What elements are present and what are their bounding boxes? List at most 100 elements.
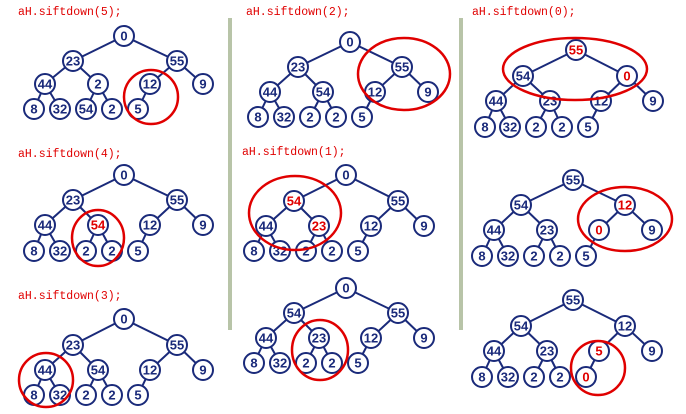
heap-node-value: 55 [566,293,580,308]
heap-node-circle [510,194,532,216]
heap-node: 8 [474,116,496,138]
heap-node-circle [283,190,305,212]
heap-node-circle [512,65,534,87]
heap-node-value: 9 [648,223,655,238]
heap-node-value: 12 [364,219,378,234]
heap-node-value: 0 [120,29,127,44]
heap-node-circle [49,98,71,120]
heap-node-value: 23 [540,223,554,238]
heap-node: 32 [269,240,291,262]
heap-node: 9 [413,327,435,349]
heap-node: 5 [577,116,599,138]
heap-node: 2 [101,384,123,406]
heap-node: 0 [616,65,638,87]
heap-node-value: 12 [618,198,632,213]
heap-node-circle [499,116,521,138]
highlight-ring [501,36,649,102]
heap-node-value: 44 [38,363,53,378]
heap-node-circle [551,116,573,138]
heap-node-value: 44 [259,331,274,346]
column-divider-right [459,18,463,330]
caption-panel-7: aH.siftdown(0); [472,6,576,19]
heap-node-value: 55 [395,60,409,75]
heap-node-circle [75,384,97,406]
highlight-ring [569,339,627,397]
heap-node-value: 2 [328,356,335,371]
heap-node-circle [387,302,409,324]
heap-node-value: 5 [582,249,589,264]
heap-node-value: 55 [391,306,405,321]
heap-node-value: 12 [143,218,157,233]
heap-node-value: 12 [594,94,608,109]
heap-node-value: 2 [302,244,309,259]
heap-node-circle [641,340,663,362]
caption-panel-2: aH.siftdown(4); [18,148,122,161]
heap-node: 23 [536,219,558,241]
heap-node: 2 [525,116,547,138]
heap-node-value: 9 [649,94,656,109]
heap-node-value: 2 [532,120,539,135]
heap-node-circle [347,240,369,262]
heap-node-circle [577,116,599,138]
heap-node: 44 [34,73,56,95]
heap-node-value: 2 [530,370,537,385]
heap-node: 0 [113,308,135,330]
heap-node-value: 54 [516,69,531,84]
heap-node-circle [539,90,561,112]
heap-node-value: 2 [530,249,537,264]
heap-node-circle [497,245,519,267]
heap-node: 23 [308,327,330,349]
heap-node: 55 [387,302,409,324]
heap-node: 44 [483,219,505,241]
heap-node: 0 [588,219,610,241]
heap-node-value: 0 [582,370,589,385]
heap-node-circle [101,384,123,406]
heap-node-value: 55 [170,338,184,353]
heap-node: 5 [347,240,369,262]
heap-node: 44 [485,90,507,112]
heap-node-circle [273,106,295,128]
heap-node: 54 [75,98,97,120]
heap-node-circle [269,352,291,374]
heap-node-circle [23,240,45,262]
heap-node-circle [497,366,519,388]
heap-node-value: 8 [481,120,488,135]
heap-node: 0 [113,25,135,47]
heap-node-circle [113,164,135,186]
heap-node-value: 23 [312,219,326,234]
heap-node-circle [391,56,413,78]
heap-node-value: 5 [134,388,141,403]
highlight-ring [122,68,180,126]
heap-node: 2 [87,73,109,95]
heap-node-circle [192,359,214,381]
heap-node-value: 8 [30,102,37,117]
heap-node-value: 54 [287,194,302,209]
heap-node-value: 44 [487,223,502,238]
heap-node-value: 2 [108,388,115,403]
heap-node: 44 [255,327,277,349]
heap-node-value: 8 [250,356,257,371]
heap-node-value: 55 [170,193,184,208]
heap-node-circle [525,116,547,138]
heap-node-circle [139,73,161,95]
heap-node-value: 32 [501,370,515,385]
heap-node-circle [308,327,330,349]
heap-node: 32 [273,106,295,128]
heap-node-circle [335,277,357,299]
heap-node-value: 54 [316,85,331,100]
heap-node: 12 [139,359,161,381]
heap-node-circle [255,215,277,237]
heap-node: 8 [23,98,45,120]
heap-node-value: 5 [134,102,141,117]
heap-node: 2 [523,245,545,267]
heap-node-value: 2 [558,120,565,135]
heap-node: 54 [312,81,334,103]
heap-node-circle [101,98,123,120]
heap-node-circle [62,50,84,72]
heap-node-circle [483,219,505,241]
heap-node-circle [562,169,584,191]
highlight-ring [290,318,350,382]
heap-node: 5 [347,352,369,374]
